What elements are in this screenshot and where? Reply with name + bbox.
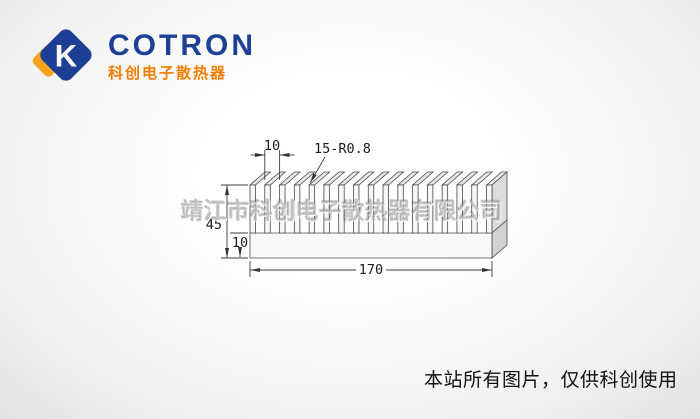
brand-name: COTRON [108, 29, 256, 63]
logo-blue-diamond [40, 29, 92, 81]
brand-subtitle: 科创电子散热器 [108, 65, 228, 83]
logo-letter: K [55, 39, 78, 74]
dim-overall-height: 45 [206, 217, 222, 233]
dim-base-thickness: 10 [232, 235, 248, 251]
footer-notice: 本站所有图片，仅供科创使用 [424, 370, 678, 391]
logo: K COTRON 科创电子散热器 [32, 24, 256, 88]
heatsink-profile [248, 171, 509, 259]
logo-text: COTRON 科创电子散热器 [108, 29, 256, 83]
dim-fin-spec: 15-R0.8 [314, 141, 371, 157]
watermark: 靖江市科创电子散热器有限公司 [181, 199, 504, 224]
logo-mark-icon: K [32, 29, 92, 81]
dim-fin-pitch: 10 [264, 138, 280, 154]
dimensions: 10 15-R0.8 45 10 170 [206, 138, 493, 278]
dim-overall-width: 170 [359, 262, 383, 278]
